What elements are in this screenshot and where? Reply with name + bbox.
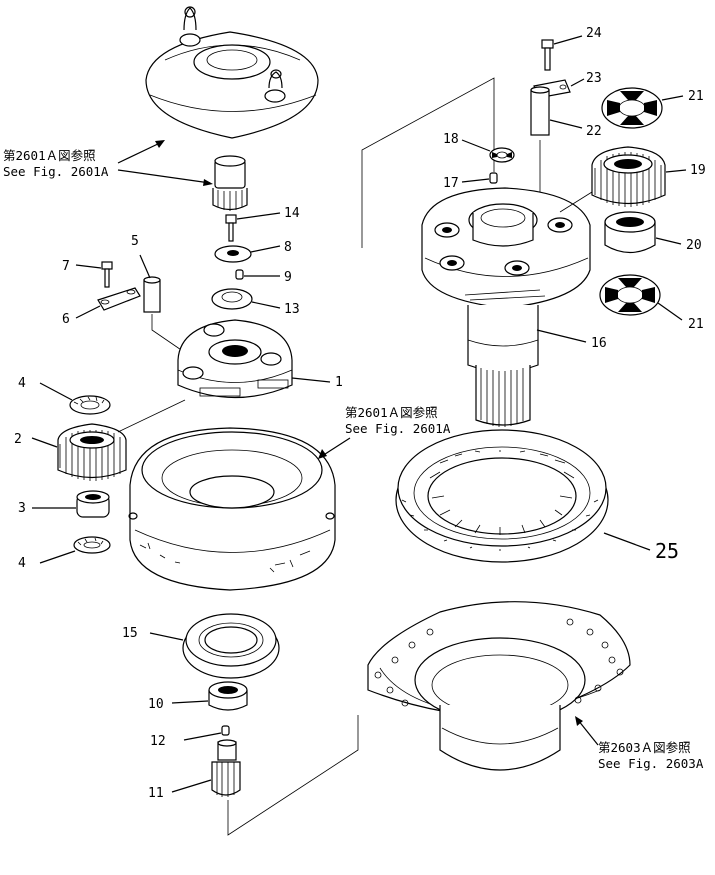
bolt-7 [75, 261, 113, 288]
part-label-1: 1 [335, 375, 343, 390]
part-label-3: 3 [18, 501, 26, 516]
part-label-9: 9 [284, 270, 292, 285]
ref-arrow-bottom [575, 716, 599, 746]
part-label-21-upper: 21 [688, 89, 704, 104]
bearing-3 [32, 490, 110, 518]
part-label-25: 25 [655, 539, 679, 563]
planet-gear-19 [559, 146, 687, 213]
part-label-22: 22 [586, 124, 602, 139]
pin-12 [183, 725, 230, 741]
pin-17 [461, 172, 498, 184]
bolt-14 [225, 212, 281, 242]
part-label-20: 20 [686, 238, 702, 253]
ref-note-bottom-jp: 第2603Ａ図参照 [598, 740, 691, 755]
assembly-line-upper [361, 77, 495, 248]
part-label-14: 14 [284, 206, 300, 221]
reference-notes: 第2601Ａ図参照 See Fig. 2601A 第2601Ａ図参照 See F… [3, 148, 704, 771]
drive-pinion-11 [171, 739, 241, 797]
part-label-2: 2 [14, 432, 22, 447]
part-label-10: 10 [148, 697, 164, 712]
part-label-18: 18 [443, 132, 459, 147]
thrust-washer-4a [39, 382, 111, 415]
carrier-1 [177, 319, 331, 398]
part-label-21-lower: 21 [688, 317, 704, 332]
pinion-gear [212, 155, 248, 211]
thrust-plate-21b [599, 274, 683, 321]
part-label-16: 16 [591, 336, 607, 351]
bolt-24 [541, 35, 583, 71]
ref-note-mid-jp: 第2601Ａ図参照 [345, 405, 438, 420]
washer-18 [461, 139, 515, 163]
part-label-11: 11 [148, 786, 164, 801]
part-label-4-upper: 4 [18, 376, 26, 391]
ref-note-bottom-en: See Fig. 2603A [598, 756, 704, 771]
flange-holes [374, 618, 624, 707]
lower-housing [367, 601, 631, 771]
ref-arrows-top [117, 140, 213, 186]
part-labels: 1 2 3 4 4 5 6 7 8 9 10 11 12 13 14 15 16… [14, 26, 706, 801]
thrust-washer-4b [39, 536, 111, 564]
ring-10 [171, 681, 248, 711]
part-label-4-lower: 4 [18, 556, 26, 571]
carrier-16 [421, 187, 591, 427]
washer-13 [211, 288, 281, 310]
part-label-12: 12 [150, 734, 166, 749]
washer-8 [214, 245, 281, 263]
ref-arrow-mid [318, 437, 351, 459]
part-label-8: 8 [284, 240, 292, 255]
assembly-line-lower [227, 715, 359, 836]
part-label-15: 15 [122, 626, 138, 641]
part-label-6: 6 [62, 312, 70, 327]
shaft-5 [139, 254, 191, 357]
part-label-5: 5 [131, 234, 139, 249]
ring-gear-25 [395, 429, 651, 563]
part-label-23: 23 [586, 71, 602, 86]
part-label-24: 24 [586, 26, 602, 41]
swing-housing [128, 427, 336, 591]
ref-note-top-jp: 第2601Ａ図参照 [3, 148, 96, 163]
part-label-13: 13 [284, 302, 300, 317]
lock-plate-6 [75, 287, 141, 319]
pin-9 [235, 269, 280, 280]
bearing-20 [604, 211, 682, 254]
ref-note-top-en: See Fig. 2601A [3, 164, 109, 179]
part-label-7: 7 [62, 259, 70, 274]
ref-note-mid-en: See Fig. 2601A [345, 421, 451, 436]
part-label-19: 19 [690, 163, 706, 178]
bearing-15 [149, 613, 280, 679]
thrust-plate-21a [601, 87, 684, 129]
part-label-17: 17 [443, 176, 459, 191]
top-cover [145, 6, 319, 139]
planet-gear-2 [31, 399, 186, 481]
shaft-22 [530, 86, 583, 136]
